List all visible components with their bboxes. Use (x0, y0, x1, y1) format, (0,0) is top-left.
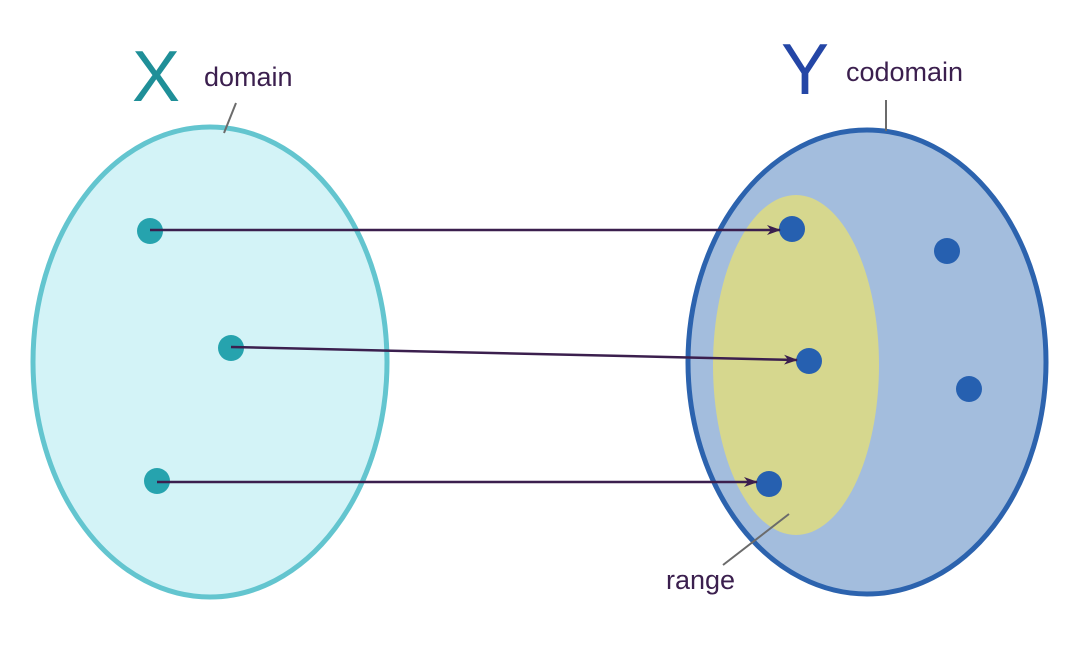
domain-set-ellipse (30, 124, 390, 600)
codomain-letter: Y (781, 30, 829, 110)
range-set-ellipse (713, 195, 879, 535)
domain-label: domain (204, 62, 293, 92)
domain-leader-line (223, 102, 237, 134)
mapping-arrow (230, 345, 798, 365)
range-point (779, 216, 805, 242)
codomain-point (934, 238, 960, 264)
range-point (756, 471, 782, 497)
range-leader-line (722, 513, 790, 566)
range-point (796, 348, 822, 374)
range-label: range (666, 565, 735, 595)
codomain-point (956, 376, 982, 402)
codomain-label: codomain (846, 57, 963, 87)
domain-letter: X (132, 37, 180, 117)
